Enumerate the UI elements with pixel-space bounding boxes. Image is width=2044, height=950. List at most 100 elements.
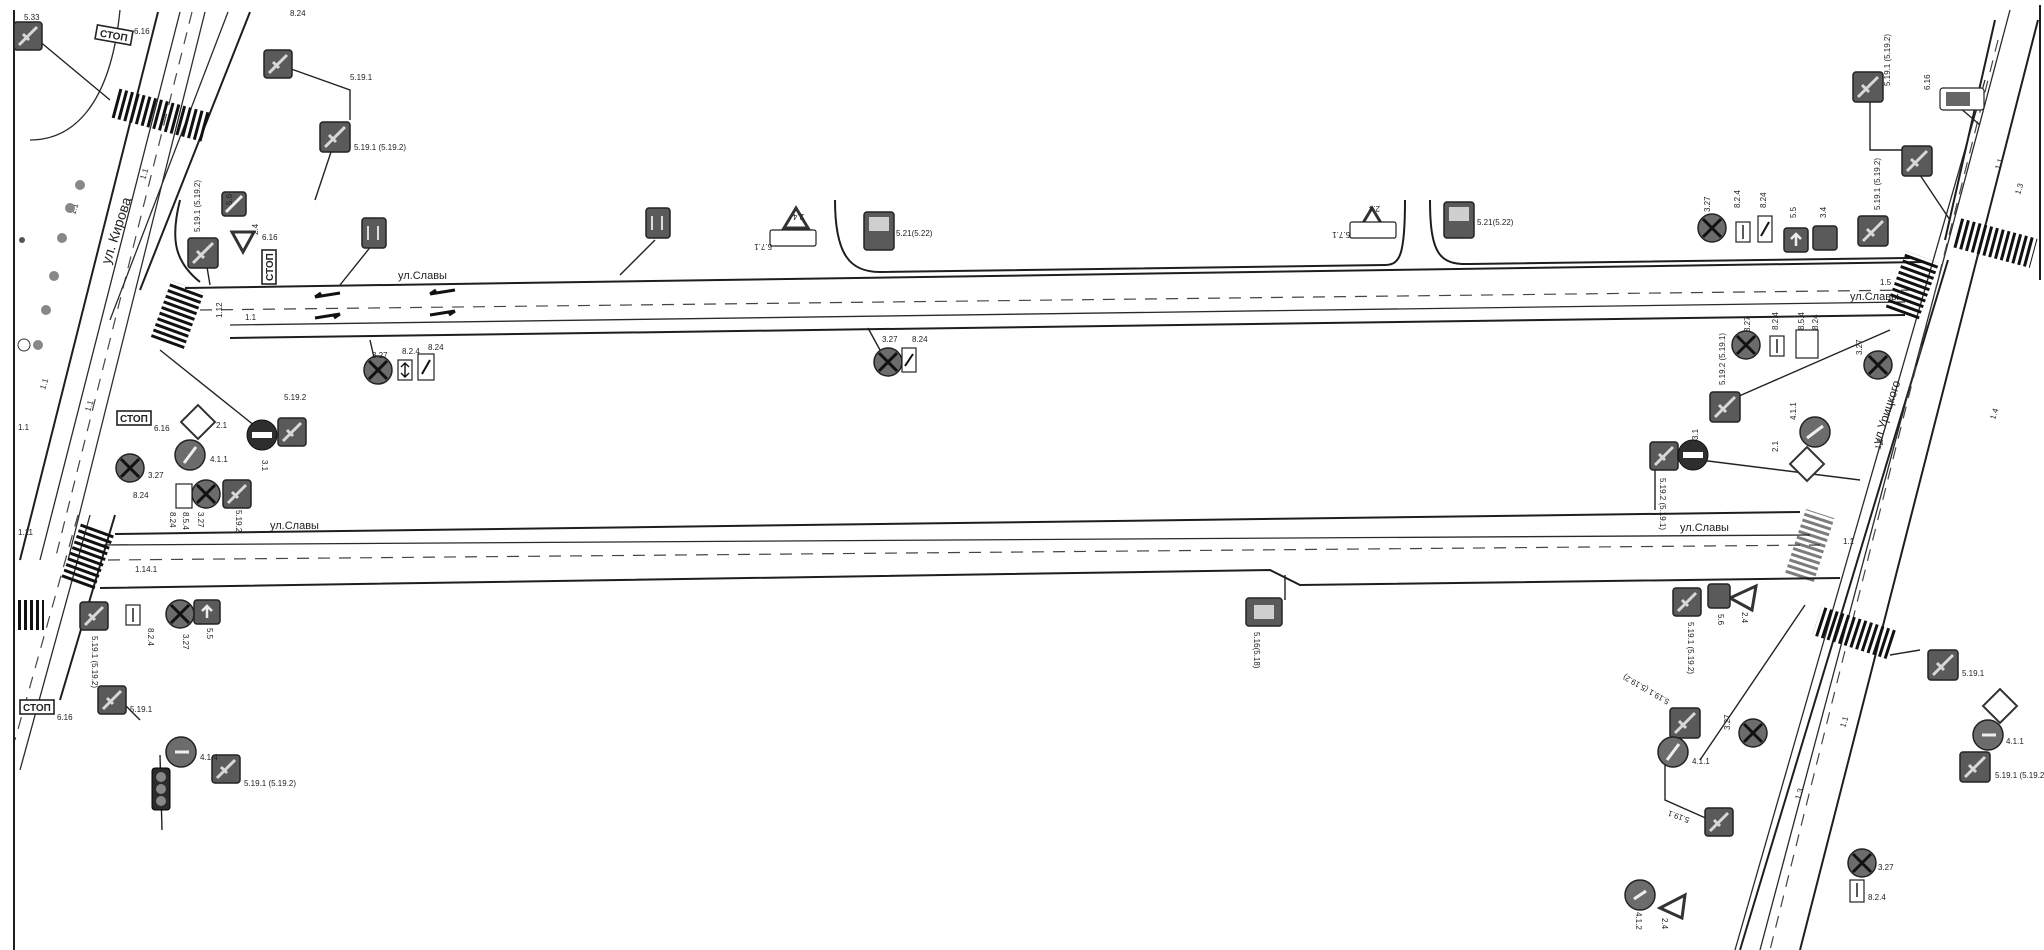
yield-sign-icon <box>1656 892 1687 921</box>
parking-sign-icon <box>1939 87 1985 111</box>
pedestrian-crossing-sign-icon <box>1857 215 1889 247</box>
sign-code: 6.16 <box>1923 74 1932 90</box>
sign-code: 2.4 <box>1660 918 1669 930</box>
pedestrian-crossing-signs <box>13 21 1991 837</box>
slovy-label-top: ул.Славы <box>398 270 447 282</box>
plate-arrow-icon <box>1769 335 1785 357</box>
pedestrian-crossing-sign-icon <box>1959 751 1991 783</box>
turn-sign-icon <box>1707 583 1731 609</box>
sign-code: 8.24 <box>1811 314 1820 330</box>
sign-code: 3.27 <box>1878 863 1894 872</box>
no-entry-signs <box>246 419 1709 471</box>
stop-plate <box>19 699 55 715</box>
sign-code: 8.2.4 <box>1771 312 1780 330</box>
sign-code: 5.19.1 (5.19.2) <box>1873 158 1882 210</box>
no-stopping-sign-icon <box>363 355 393 385</box>
one-way-sign-icon <box>193 599 221 625</box>
lane-arrows <box>314 288 456 320</box>
stripe-sign-icon <box>221 191 247 217</box>
sign-code: 4.1.1 <box>1789 402 1798 420</box>
crossing-slovy-left-top <box>150 280 205 350</box>
pedestrian-crossing-sign-icon <box>97 685 127 715</box>
crossing-slovy-right-bottom <box>1784 508 1835 583</box>
sign-code: 5.19.1 <box>350 73 373 82</box>
traffic-light-icon <box>151 767 171 811</box>
lane-sign-icon <box>645 207 671 239</box>
sign-code: 3.27 <box>882 335 898 344</box>
no-stopping-sign-icon <box>1697 213 1727 243</box>
plate-arrow-icon <box>397 359 413 381</box>
sign-code: 5.7.1 <box>754 242 772 251</box>
sign-code: 4.1.1 <box>2006 737 2024 746</box>
sign-code: 5.19.1 <box>1962 669 1985 678</box>
lane-arrow-icon <box>429 288 456 296</box>
pedestrian-crossing-sign-icon <box>263 49 293 79</box>
marking-label: 1.11 <box>18 528 34 537</box>
no-entry-sign-icon <box>246 419 278 451</box>
marking-label: 1.3 <box>1793 787 1805 801</box>
marking-label: 1.1 <box>138 167 150 181</box>
sign-code: 8.24 <box>912 335 928 344</box>
sign-code: 5.19.1 (5.19.2) <box>244 779 296 788</box>
plate-sign-icon <box>769 229 817 247</box>
pedestrian-crossing-sign-icon <box>1704 807 1734 837</box>
lane-sign-icon <box>361 217 387 249</box>
plate-arrow-icon <box>901 347 917 373</box>
sign-code: 8.24 <box>1759 192 1768 208</box>
crossing-slovy-left-bottom <box>60 522 115 592</box>
sign-code: 6.16 <box>134 27 150 36</box>
plate-arrow-icon <box>175 483 193 509</box>
yield-sign-icon <box>1726 583 1758 613</box>
sign-code: 3.27 <box>148 471 164 480</box>
street-urishkova: ул.Урицкого <box>1734 5 2041 950</box>
lane-sign-icon <box>1245 597 1283 627</box>
sign-code: 3.1 <box>1691 428 1700 440</box>
sign-code: 3.27 <box>181 634 190 650</box>
pedestrian-crossing-sign-icon <box>1672 587 1702 617</box>
street-slovy-bottom: ул.Славы ул.Славы <box>99 511 1841 589</box>
street-slovy-top: ул.Славы ул.Славы <box>174 199 1926 339</box>
yield-sign-icon <box>781 205 811 230</box>
marking-label: 1.1 <box>1838 715 1850 729</box>
sign-code: 5.19.1 <box>130 705 153 714</box>
sign-code: 5.21(5.22) <box>1477 218 1514 227</box>
marking-label: 1.5 <box>1880 278 1892 287</box>
sign-code: 5.5 <box>205 628 214 640</box>
pedestrian-crossing-sign-icon <box>79 601 109 631</box>
sign-code: 3.1 <box>260 460 269 472</box>
sign-code: 8.5.4 <box>1797 312 1806 330</box>
sign-code: 5.19.1 (5.19.2) <box>354 143 406 152</box>
stop-plate <box>116 410 152 426</box>
lane-arrow-icon <box>314 312 341 320</box>
priority-road-sign-icon <box>1981 687 2019 725</box>
sign-code: 5.19.2 (5.19.1) <box>1718 333 1727 385</box>
slovy-label-bottom-right: ул.Славы <box>1680 522 1729 534</box>
pedestrian-crossing-sign-icon <box>1901 145 1933 177</box>
pedestrian-crossings <box>14 88 2038 660</box>
pedestrian-crossing-sign-icon <box>222 479 252 509</box>
marking-label: 1.4 <box>1988 407 2000 421</box>
sign-code: 2.1 <box>216 421 228 430</box>
pedestrian-crossing-sign-icon <box>277 417 307 447</box>
plate-arrow-icon <box>417 353 435 381</box>
marking-label: 1.1 <box>1843 537 1855 546</box>
sign-code: 5.19.1 (5.19.2) <box>193 180 202 232</box>
no-stopping-sign-icon <box>191 479 221 509</box>
crossing-kirova-bottom <box>14 600 44 630</box>
direction-arrow-sign-icon <box>1657 736 1689 768</box>
sign-code: 6.16 <box>262 233 278 242</box>
pedestrian-crossing-sign-icon <box>319 121 351 153</box>
plate-arrow-icon <box>125 604 141 626</box>
slovy-label-right: ул.Славы <box>1850 291 1899 303</box>
sign-code: 8.2.4 <box>1868 893 1886 902</box>
sign-code: 8.2.4 <box>146 628 155 646</box>
sign-code: 4.1.1 <box>1692 757 1710 766</box>
pedestrian-crossing-sign-icon <box>1852 71 1884 103</box>
stop-plates: СТОП СТОП СТОП СТОП 6.16 6.16 6.16 6.16 <box>19 24 278 722</box>
yield-signs <box>229 205 1758 921</box>
marking-label: 1.1 <box>245 313 257 322</box>
lane-markings-labels: 1.1 1.12 1.5 1.1 1.14.1 1.1 1.3 1.4 1.3 … <box>18 157 2026 801</box>
plate-sign-icon <box>1349 221 1397 239</box>
turn-sign-icon <box>1812 225 1838 251</box>
